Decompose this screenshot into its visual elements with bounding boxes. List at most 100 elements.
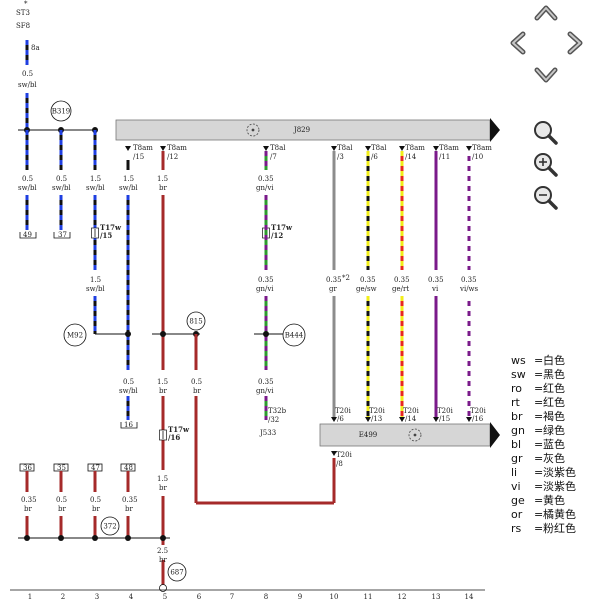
svg-text:/6: /6 <box>337 415 344 423</box>
wire-label: 0.5 <box>56 496 67 504</box>
wire-label: ge/sw <box>356 285 377 293</box>
j533-label: J533 <box>259 429 276 437</box>
svg-text:4: 4 <box>129 593 134 599</box>
svg-text:=: = <box>534 466 543 479</box>
legend-code: vi <box>511 480 521 493</box>
svg-text:T8al: T8al <box>270 144 286 152</box>
svg-text:E499: E499 <box>359 431 377 439</box>
pan-left-icon[interactable] <box>510 31 526 55</box>
svg-text:687: 687 <box>170 569 183 577</box>
zoom-out-icon[interactable] <box>534 186 558 210</box>
wire-label: br <box>58 505 66 513</box>
svg-text:3: 3 <box>95 593 99 599</box>
wire-label: 0.35 <box>122 496 138 504</box>
svg-text:9: 9 <box>298 593 302 599</box>
svg-text:T20i: T20i <box>403 407 420 415</box>
svg-text:红色: 红色 <box>543 395 565 409</box>
wire-label: 0.5 <box>191 378 202 386</box>
wire-label: 0.5 <box>22 175 33 183</box>
wire-label: sw/bl <box>18 184 37 192</box>
svg-text:/3: /3 <box>337 153 344 161</box>
e499-pin-labels: T20i/6 T20i/13 T20i/14 T20i/15 T20i/16 T… <box>335 407 487 468</box>
wire-label: 0.5 <box>22 70 33 78</box>
svg-text:T20i: T20i <box>369 407 386 415</box>
svg-text:T8al: T8al <box>337 144 353 152</box>
svg-text:11: 11 <box>364 593 373 599</box>
pan-down-icon[interactable] <box>534 67 558 83</box>
svg-text:14: 14 <box>465 593 474 599</box>
wire-label: sw/bl <box>86 285 105 293</box>
wire-label: 0.35 <box>428 276 444 284</box>
pan-controls <box>510 5 583 83</box>
ground-wires <box>18 471 170 541</box>
wire-label: 0.5 <box>123 378 134 386</box>
j829-pin-arrows <box>125 146 472 151</box>
svg-text:灰色: 灰色 <box>543 451 565 465</box>
svg-text:/16: /16 <box>168 433 180 442</box>
svg-text:T20i: T20i <box>336 451 353 459</box>
svg-text:1: 1 <box>28 593 32 599</box>
connector-t17w-16: T17w /16 <box>159 425 190 442</box>
zoom-in-icon[interactable] <box>534 153 558 177</box>
svg-text:M92: M92 <box>67 332 83 340</box>
wire-label: br <box>159 556 167 564</box>
svg-text:=: = <box>534 396 543 409</box>
ground-tabs: 36 35 47 48 <box>19 463 136 472</box>
legend-code: gr <box>511 452 523 465</box>
note-label: *2 <box>342 274 350 282</box>
svg-text:T8am: T8am <box>133 144 153 152</box>
node-372: 372 <box>100 516 120 536</box>
svg-text:/16: /16 <box>472 415 484 423</box>
wire-label: gr <box>329 285 337 293</box>
svg-text:/15: /15 <box>439 415 450 423</box>
stub-16: 16 <box>120 421 138 429</box>
svg-text:5: 5 <box>163 593 167 599</box>
wire-label: ge/rt <box>392 285 409 293</box>
svg-text:=: = <box>534 480 543 493</box>
sf-label: SF8 <box>16 22 30 30</box>
svg-text:10: 10 <box>330 593 339 599</box>
svg-text:=: = <box>534 354 543 367</box>
zoom-fit-icon[interactable] <box>534 121 558 145</box>
wire-label: 1.5 <box>157 378 168 386</box>
svg-text:/14: /14 <box>405 153 417 161</box>
svg-text:T8am: T8am <box>439 144 459 152</box>
node-b444: B444 <box>282 323 306 347</box>
legend-code: li <box>511 466 517 479</box>
legend-code: sw <box>511 368 526 381</box>
svg-text:/6: /6 <box>371 153 378 161</box>
wire-label: br <box>24 505 32 513</box>
svg-text:粉红色: 粉红色 <box>543 521 576 535</box>
svg-text:T8am: T8am <box>405 144 425 152</box>
svg-text:淡紫色: 淡紫色 <box>543 479 576 493</box>
svg-text:/7: /7 <box>270 153 277 161</box>
wire-label: 0.35 <box>258 276 274 284</box>
svg-text:7: 7 <box>230 593 234 599</box>
wire-label: br <box>92 505 100 513</box>
legend-code: rs <box>511 522 522 535</box>
svg-text:6: 6 <box>197 593 202 599</box>
svg-text:/10: /10 <box>472 153 483 161</box>
wire-label: 1.5 <box>90 175 101 183</box>
legend-code: ge <box>511 494 525 507</box>
svg-text:/14: /14 <box>405 415 417 423</box>
stub-37: 37 <box>53 231 71 239</box>
svg-text:49: 49 <box>23 231 32 239</box>
wire-label: gn/vi <box>256 285 274 293</box>
wire-label: sw/bl <box>119 387 138 395</box>
wire-label: 1.5 <box>123 175 134 183</box>
svg-text:B444: B444 <box>285 332 304 340</box>
sw-bl-wires <box>18 40 131 420</box>
svg-text:/11: /11 <box>439 153 450 161</box>
wire-label: 0.35 <box>258 378 274 386</box>
legend-code: ws <box>511 354 526 367</box>
svg-text:T20i: T20i <box>437 407 454 415</box>
svg-text:T8am: T8am <box>167 144 187 152</box>
wire-label: 0.35 <box>258 175 274 183</box>
wire-label: br <box>159 484 167 492</box>
color-legend: ws=白色 sw=黑色 ro=红色 rt=红色 br=褐色 gn=绿色 bl=蓝… <box>511 353 576 535</box>
node-815: 815 <box>186 311 206 331</box>
pan-right-icon[interactable] <box>567 31 583 55</box>
gn-vi-wires <box>254 151 286 420</box>
pan-up-icon[interactable] <box>534 5 558 21</box>
